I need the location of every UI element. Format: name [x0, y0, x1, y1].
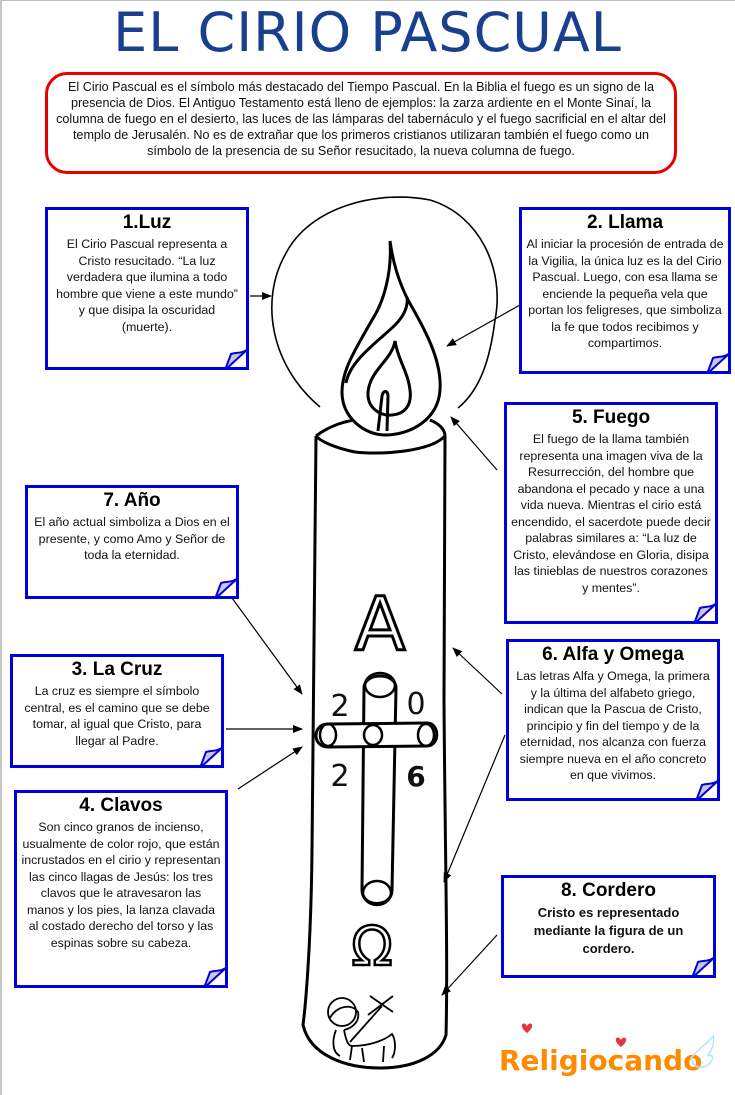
page-curl-icon [694, 602, 718, 624]
card-fuego: 5. Fuego El fuego de la llama también re… [504, 402, 718, 624]
card-clavos-title: 4. Clavos [79, 795, 163, 816]
card-clavos: 4. Clavos Son cinco granos de incienso, … [14, 790, 228, 988]
religiocando-logo: Religiocando [499, 1023, 715, 1077]
arrow-llama [446, 304, 521, 347]
arrow-anio [231, 597, 303, 695]
grain-center [362, 723, 384, 747]
card-alfa: 6. Alfa y Omega Las letras Alfa y Omega,… [506, 639, 720, 801]
card-alfa-title: 6. Alfa y Omega [542, 644, 684, 665]
page-curl-icon [215, 577, 239, 599]
page-curl-icon [692, 956, 716, 978]
lamb-icon [327, 995, 396, 1063]
card-luz: 1.Luz El Cirio Pascual representa a Cris… [45, 207, 249, 370]
card-llama-title: 2. Llama [586, 212, 664, 233]
page-curl-icon [204, 966, 228, 988]
card-cruz: 3. La Cruz La cruz es siempre el símbolo… [10, 654, 224, 768]
card-anio-text: El año actual simboliza a Dios en el pre… [34, 515, 230, 562]
card-clavos-text: Son cinco granos de incienso, usualmente… [21, 820, 221, 950]
flame-swoosh [344, 296, 409, 384]
page-curl-icon [707, 352, 731, 374]
year-digit-2: 0 [406, 687, 425, 722]
arrow-cordero [441, 934, 498, 996]
arrow-fuego [450, 416, 498, 471]
logo-text: Religiocando [499, 1044, 702, 1077]
wing-icon [690, 1034, 715, 1069]
flame-inner [366, 340, 412, 417]
arrow-clavos [237, 746, 303, 790]
halo [271, 196, 498, 409]
page-curl-icon [200, 746, 224, 768]
arrow-alfa [452, 647, 503, 695]
grain-left [318, 722, 338, 748]
card-fuego-title: 5. Fuego [571, 407, 651, 428]
wick [376, 390, 390, 432]
card-cordero-text: Cristo es representado mediante la figur… [533, 905, 684, 956]
year-digit-4: 6 [406, 760, 425, 793]
card-llama: 2. Llama Al iniciar la procesión de entr… [519, 207, 731, 374]
omega-letter: Ω [351, 915, 392, 978]
cross-vertical [360, 674, 398, 905]
intro-box: El Cirio Pascual es el símbolo más desta… [45, 72, 677, 174]
heart-icon [521, 1023, 533, 1033]
year-digit-3: 2 [330, 759, 349, 794]
card-fuego-text: El fuego de la llama también representa … [511, 432, 711, 595]
card-luz-text: El Cirio Pascual representa a Cristo res… [56, 237, 238, 334]
page-curl-icon [696, 779, 720, 801]
cross-bottom-knob [361, 879, 393, 907]
cross-top-knob [363, 671, 397, 699]
intro-text: El Cirio Pascual es el símbolo más desta… [56, 80, 666, 158]
arrow-omega [443, 734, 506, 883]
card-llama-text: Al iniciar la procesión de entrada de la… [526, 237, 724, 350]
flame-outer [340, 240, 442, 437]
card-anio: 7. Año El año actual simboliza a Dios en… [25, 485, 239, 599]
page-curl-icon [225, 348, 249, 370]
card-cordero: 8. Cordero Cristo es representado median… [501, 875, 716, 978]
grain-right [416, 722, 436, 748]
card-cruz-text: La cruz es siempre el símbolo central, e… [24, 684, 210, 748]
year-digit-1: 2 [330, 689, 349, 724]
alpha-letter: A [355, 582, 406, 668]
card-cruz-title: 3. La Cruz [71, 659, 163, 680]
card-anio-title: 7. Año [103, 490, 161, 511]
candle-body [301, 435, 449, 1070]
heart-icon [615, 1037, 627, 1047]
card-cordero-title: 8. Cordero [560, 880, 657, 901]
card-alfa-text: Las letras Alfa y Omega, la primera y la… [516, 669, 710, 782]
candle-top [314, 418, 447, 455]
card-luz-title: 1.Luz [122, 212, 172, 233]
page-title: EL CIRIO PASCUAL [113, 1, 622, 64]
